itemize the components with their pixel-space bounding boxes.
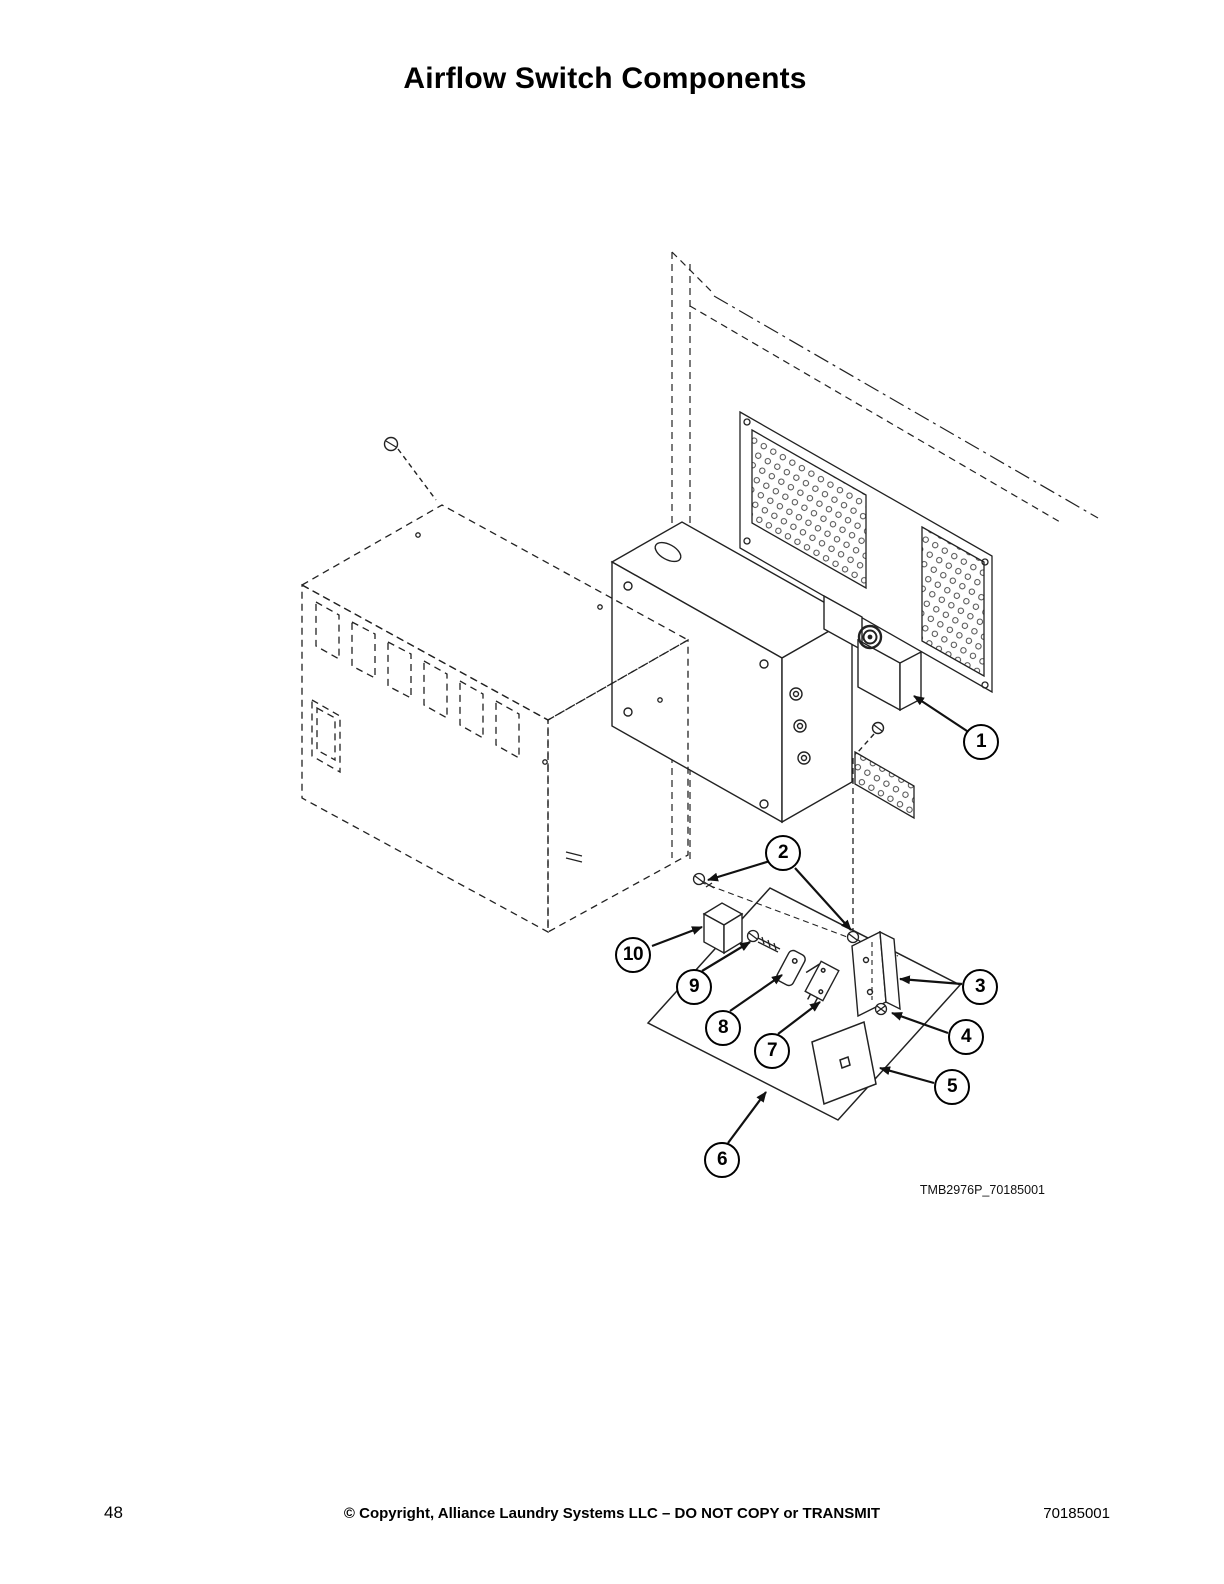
copyright-notice: © Copyright, Alliance Laundry Systems LL… [343,1505,881,1522]
switch-housing-item-10 [702,902,744,955]
callout-2-label: 2 [777,842,789,863]
callout-5-label: 5 [946,1076,958,1097]
callout-10-label: 10 [622,944,644,965]
bracket-item-1 [823,594,922,712]
micro-switch-item-7 [804,960,840,1004]
doc-number: 70185001 [1043,1505,1110,1522]
callout-9: 9 [676,969,712,1005]
callout-8: 8 [705,1010,741,1046]
page-footer: 48 © Copyright, Alliance Laundry Systems… [0,1503,1224,1527]
callout-1: 1 [963,724,999,760]
callout-5: 5 [934,1069,970,1105]
page-title: Airflow Switch Components [403,62,807,95]
callout-6-label: 6 [716,1149,728,1170]
callout-1-label: 1 [975,731,987,752]
callout-4: 4 [948,1019,984,1055]
callout-7-label: 7 [766,1040,778,1061]
cover-plate-item-5 [811,1020,877,1106]
callout-6: 6 [704,1142,740,1178]
callout-7: 7 [754,1033,790,1069]
knockout-holes [789,687,811,765]
figure-code: TMB2976P_70185001 [919,1183,1045,1197]
cabinet [300,504,690,934]
callout-leaders [651,695,968,1144]
callout-2: 2 [765,835,801,871]
switch-bracket-item-3 [851,930,901,1018]
screw-item-9 [746,929,781,953]
callout-9-label: 9 [688,976,700,997]
callout-3-label: 3 [974,976,986,997]
callout-3: 3 [962,969,998,1005]
mounting-screws [383,436,885,753]
callout-4-label: 4 [960,1026,972,1047]
callout-8-label: 8 [717,1017,729,1038]
perforated-back-panel [739,410,993,934]
locknut-item-4 [874,1002,888,1016]
control-box [610,521,854,824]
callout-10: 10 [615,937,651,973]
airflow-switch-assembly [646,872,962,1121]
actuator-plate-item-8 [776,949,806,987]
page-number: 48 [104,1503,123,1522]
